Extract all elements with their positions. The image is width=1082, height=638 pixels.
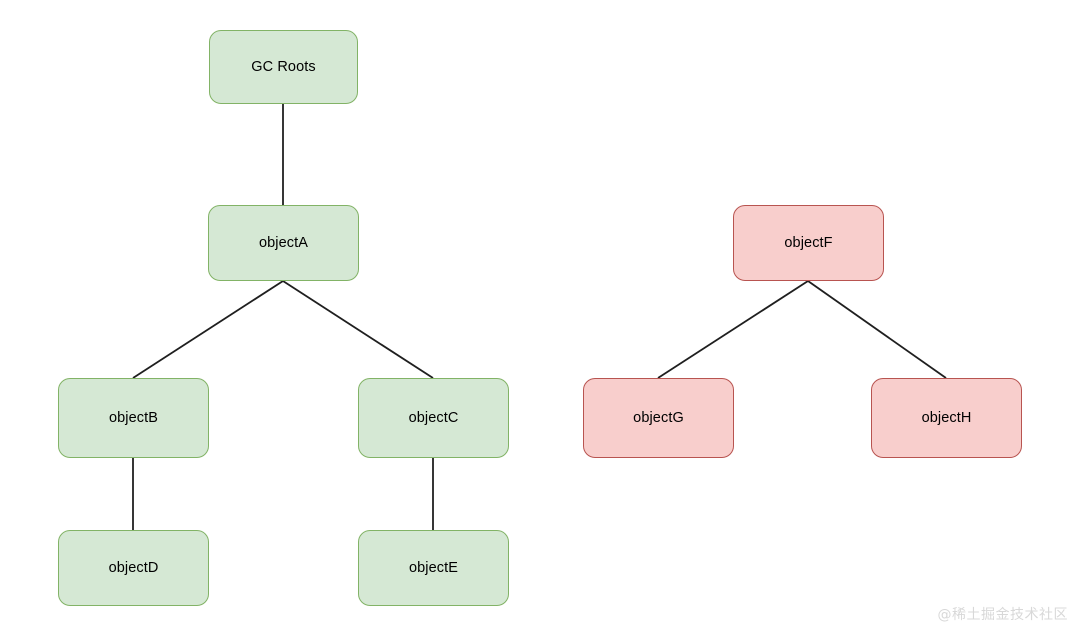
node-label-object-g: objectG (633, 409, 684, 426)
node-label-object-c: objectC (408, 409, 459, 426)
node-label-object-h: objectH (921, 409, 972, 426)
node-label-gc-roots: GC Roots (251, 58, 316, 75)
edge-objectA-objectC (282, 280, 434, 379)
node-label-object-f: objectF (784, 234, 833, 251)
node-object-e[interactable]: objectE (358, 530, 509, 606)
node-object-a[interactable]: objectA (208, 205, 359, 281)
node-object-b[interactable]: objectB (58, 378, 209, 458)
edge-objectA-objectB (132, 280, 284, 379)
edge-objectF-objectG (657, 280, 809, 379)
node-object-g[interactable]: objectG (583, 378, 734, 458)
node-object-c[interactable]: objectC (358, 378, 509, 458)
node-object-d[interactable]: objectD (58, 530, 209, 606)
edge-objectF-objectH (807, 280, 947, 379)
node-label-object-a: objectA (258, 234, 309, 251)
node-object-f[interactable]: objectF (733, 205, 884, 281)
node-label-object-e: objectE (408, 559, 459, 576)
node-gc-roots[interactable]: GC Roots (209, 30, 358, 104)
watermark: @稀土掘金技术社区 (937, 607, 1068, 623)
node-label-object-d: objectD (108, 559, 159, 576)
node-label-object-b: objectB (108, 409, 159, 426)
node-object-h[interactable]: objectH (871, 378, 1022, 458)
